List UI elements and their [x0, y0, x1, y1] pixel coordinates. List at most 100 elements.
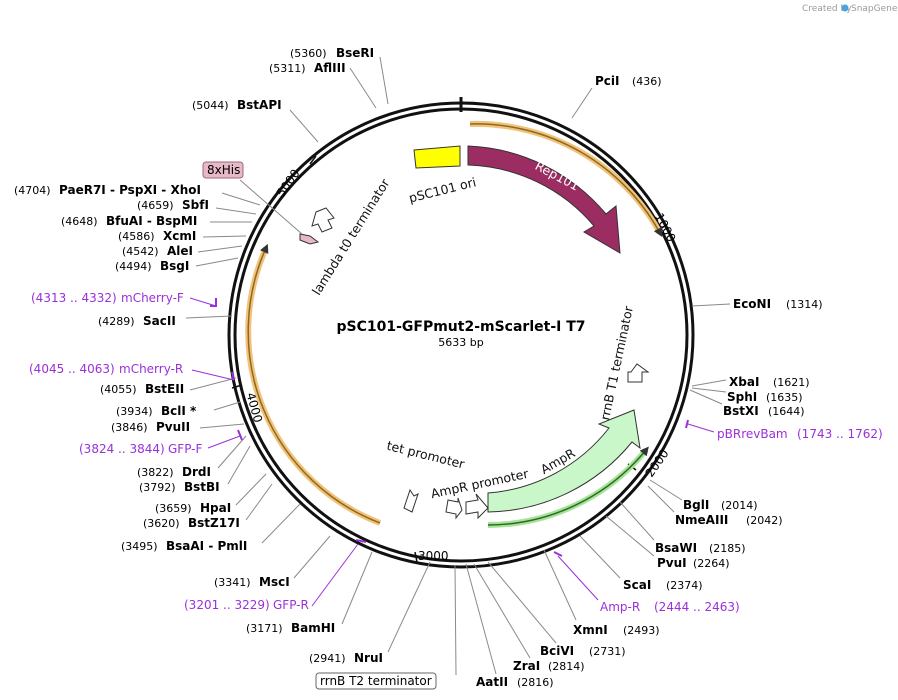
- site-paer7i[interactable]: (4704) PaeR7I - PspXI - XhoI: [14, 183, 261, 206]
- rrnB-T1-terminator-feature[interactable]: rrnB T1 terminator: [597, 304, 650, 422]
- primer-amp-r[interactable]: Amp-R (2444 .. 2463): [553, 551, 740, 614]
- site-zrai[interactable]: ZraI (2814): [473, 563, 585, 673]
- site-drdi[interactable]: (3822) DrdI: [137, 435, 247, 479]
- site-pos: (1644): [768, 405, 805, 418]
- primer-gfp-f[interactable]: (3824 .. 3844) GFP-F: [79, 429, 243, 456]
- site-pcii[interactable]: PciI (436): [571, 74, 662, 119]
- primer-range: (3824 .. 3844): [79, 442, 165, 456]
- site-pos: (3659): [155, 502, 192, 515]
- primer-name: GFP-F: [168, 442, 203, 456]
- mcherry-orf-arrow: [245, 243, 382, 526]
- site-pos: (3822): [137, 466, 174, 479]
- tet-promoter-feature[interactable]: tet promoter: [385, 438, 467, 520]
- site-bsgi[interactable]: (4494) BsgI: [115, 257, 239, 273]
- pSC101-ori-label: pSC101 ori: [407, 174, 477, 205]
- site-alei[interactable]: (4542) AleI: [122, 244, 243, 258]
- site-bgli[interactable]: BglI (2014): [649, 479, 758, 512]
- tick-3000: 3000: [414, 549, 449, 563]
- tet-promoter-label: tet promoter: [385, 438, 467, 472]
- primer-range: (1743 .. 1762): [797, 427, 883, 441]
- primer-name: mCherry-F: [121, 291, 184, 305]
- site-name: PvuII: [156, 420, 190, 434]
- site-pos: (2185): [709, 542, 746, 555]
- map-length: 5633 bp: [438, 336, 483, 349]
- site-name: XmnI: [573, 623, 608, 637]
- site-pos: (3620): [143, 517, 180, 530]
- primer-pbrrevbam[interactable]: pBRrevBam (1743 .. 1762): [685, 419, 883, 441]
- site-nrui[interactable]: (2941) NruI: [309, 561, 431, 665]
- site-pos: (436): [632, 75, 662, 88]
- site-bsaai[interactable]: (3495) BsaAI - PmlI: [121, 503, 301, 553]
- site-xcmi[interactable]: (4586) XcmI: [118, 229, 247, 243]
- site-name: EcoNI: [733, 297, 771, 311]
- tick-5000: 5000: [274, 155, 317, 200]
- his-tag-feature[interactable]: 8xHis: [202, 161, 320, 245]
- site-name: BstAPI: [237, 98, 282, 112]
- site-sacii[interactable]: (4289) SacII: [98, 314, 233, 328]
- site-name: SphI: [727, 390, 757, 404]
- site-aatii[interactable]: AatII (2816): [465, 563, 554, 689]
- site-pos: (4704): [14, 184, 51, 197]
- site-pos: (5311): [269, 62, 306, 75]
- site-bstapi[interactable]: (5044) BstAPI: [192, 98, 319, 143]
- site-pvui[interactable]: PvuI (2264): [605, 515, 730, 570]
- primer-gfp-r[interactable]: (3201 .. 3229) GFP-R: [184, 539, 367, 612]
- site-pos: (5360): [290, 47, 327, 60]
- primer-mcherry-r[interactable]: (4045 .. 4063) mCherry-R: [29, 362, 235, 381]
- site-pos: (2042): [746, 514, 783, 527]
- site-bsteii[interactable]: (4055) BstEII: [100, 377, 237, 396]
- plasmid-backbone: [227, 97, 695, 569]
- site-xbai[interactable]: XbaI (1621): [691, 375, 810, 389]
- lambda-t0-label: lambda t0 terminator: [309, 175, 393, 297]
- site-name: BsaWI: [655, 541, 697, 555]
- site-hpai[interactable]: (3659) HpaI: [155, 473, 267, 515]
- site-name: ZraI: [513, 659, 540, 673]
- site-bseri[interactable]: (5360) BseRI: [290, 46, 389, 105]
- snapgene-credit: Created by SnapGene: [802, 4, 898, 14]
- site-bcli[interactable]: (3934) BclI *: [116, 401, 241, 418]
- pSC101-ori-feature[interactable]: pSC101 ori: [407, 145, 478, 206]
- site-name: MscI: [259, 575, 290, 589]
- site-name: BamHI: [291, 621, 335, 635]
- site-bstbi[interactable]: (3792) BstBI: [139, 445, 251, 494]
- site-pos: (2493): [623, 624, 660, 637]
- site-sphi[interactable]: SphI (1635): [691, 387, 803, 404]
- site-scai[interactable]: ScaI (2374): [579, 535, 703, 592]
- primer-name: pBRrevBam: [717, 427, 788, 441]
- site-name: BfuAI - BspMI: [106, 214, 197, 228]
- site-xmni[interactable]: XmnI (2493): [543, 549, 660, 637]
- site-bamhi[interactable]: (3171) BamHI: [246, 551, 373, 635]
- tick-label-3000: 3000: [418, 549, 449, 563]
- site-pvuii[interactable]: (3846) PvuII: [111, 420, 245, 434]
- rrnB-T2-terminator-feature[interactable]: rrnB T2 terminator: [315, 564, 457, 690]
- site-bcivi[interactable]: BciVI (2731): [487, 561, 626, 658]
- site-econi[interactable]: EcoNI (1314): [691, 297, 823, 311]
- site-bstxi[interactable]: BstXI (1644): [689, 389, 805, 418]
- site-name: SacII: [143, 314, 176, 328]
- primer-mcherry-f[interactable]: (4313 .. 4332) mCherry-F: [31, 291, 217, 307]
- site-nmeaiii[interactable]: NmeAIII (2042): [647, 485, 783, 527]
- site-bfuai[interactable]: (4648) BfuAI - BspMI: [61, 214, 252, 228]
- ampR-orf-arrow: [487, 446, 649, 528]
- site-bstz17i[interactable]: (3620) BstZ17I: [143, 483, 273, 530]
- lambda-t0-terminator-feature[interactable]: lambda t0 terminator: [309, 175, 393, 297]
- site-bsawi[interactable]: BsaWI (2185): [619, 501, 746, 555]
- site-name: BstBI: [184, 480, 220, 494]
- site-pos: (2264): [693, 557, 730, 570]
- site-pos: (4659): [137, 199, 174, 212]
- primer-range: (2444 .. 2463): [654, 600, 740, 614]
- site-pos: (4542): [122, 245, 159, 258]
- site-name: BsaAI - PmlI: [166, 539, 247, 553]
- site-pos: (3495): [121, 540, 158, 553]
- site-name: BstZ17I: [188, 516, 240, 530]
- site-aflIII[interactable]: (5311) AflIII: [269, 61, 377, 109]
- rrnB-T2-box: [315, 672, 437, 690]
- credit-prefix: Created by: [802, 4, 852, 14]
- snapgene-logo-icon: [841, 4, 849, 12]
- site-sbfi[interactable]: (4659) SbfI: [137, 198, 257, 215]
- site-pos: (2814): [548, 660, 585, 673]
- site-msci[interactable]: (3341) MscI: [214, 535, 331, 589]
- his-tag-label: 8xHis: [207, 163, 240, 177]
- site-name: ScaI: [623, 578, 651, 592]
